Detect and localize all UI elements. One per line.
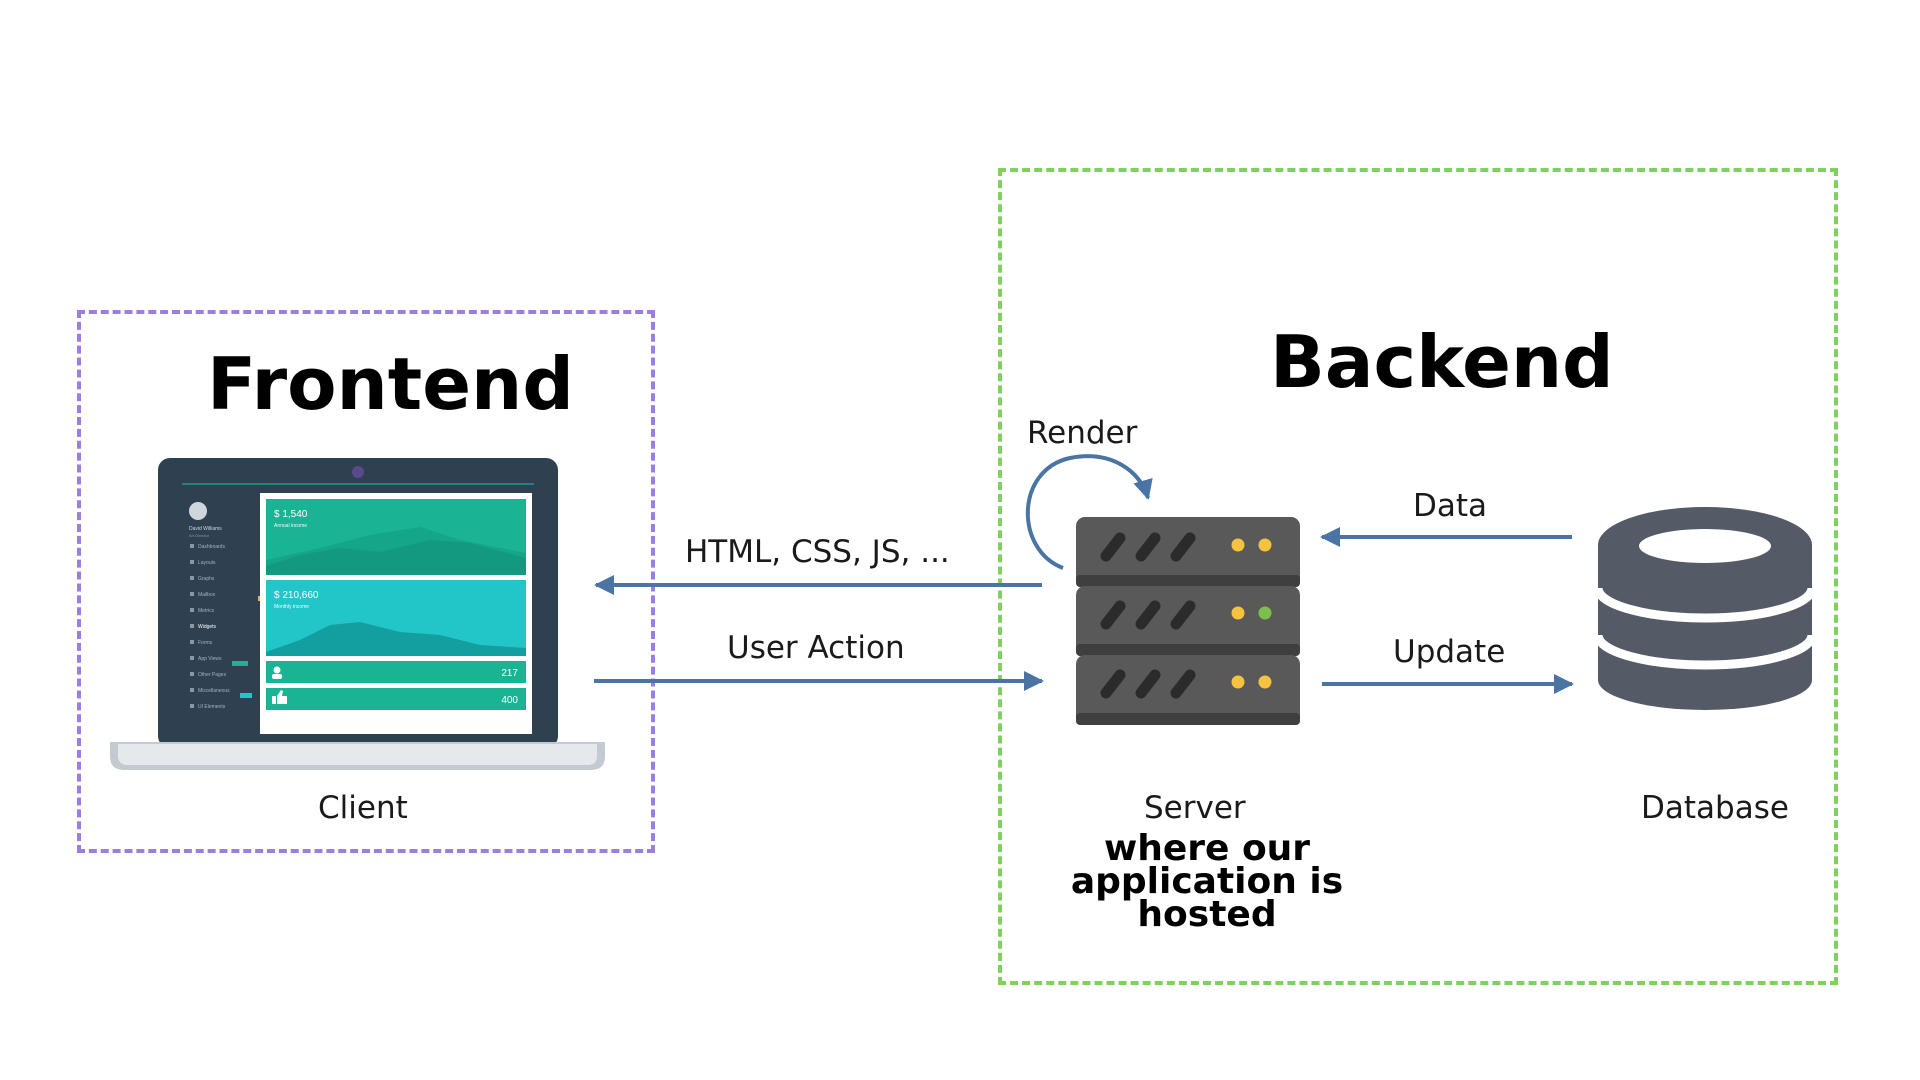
server-note: where our application is hosted — [1070, 828, 1344, 935]
laptop-card1-value: $ 1,540 — [274, 509, 308, 520]
laptop-card-annual: $ 1,540 Annual income — [266, 499, 526, 575]
frontend-group-box — [77, 310, 655, 853]
laptop-card2-value: $ 210,660 — [274, 590, 319, 601]
laptop-nav-bullet — [190, 656, 194, 660]
server-label: Server — [1144, 790, 1246, 826]
client-label: Client — [318, 790, 408, 826]
laptop-nav-bullet — [190, 560, 194, 564]
laptop-nav-item: Layouts — [198, 560, 216, 566]
laptop-nav-bullet — [190, 624, 194, 628]
laptop-nav-bullet — [190, 688, 194, 692]
laptop-nav-item: Mailbox — [198, 592, 216, 598]
backend-group-box — [998, 168, 1838, 985]
render-label: Render — [1027, 415, 1138, 451]
laptop-nav-bullet — [190, 608, 194, 612]
laptop-icon: David Williams Art Director DashboardsLa… — [110, 458, 605, 770]
laptop-nav-bullet — [190, 592, 194, 596]
laptop-stat-likes: 400 — [266, 688, 526, 710]
laptop-nav-bullet — [190, 544, 194, 548]
data-label: Data — [1413, 488, 1488, 524]
frontend-title: Frontend — [207, 342, 574, 426]
laptop-card-monthly: $ 210,660 Monthly income — [266, 580, 526, 656]
laptop-nav-bullet — [190, 704, 194, 708]
laptop-stat1-value: 217 — [501, 668, 518, 679]
laptop-nav-bullet — [190, 672, 194, 676]
laptop-nav-item: Metrics — [198, 608, 215, 614]
laptop-nav-bullet — [190, 640, 194, 644]
laptop-profile-name: David Williams — [189, 526, 222, 532]
server-unit-middle — [1076, 586, 1300, 656]
laptop-nav-item: Graphs — [198, 576, 215, 582]
html-css-js-label: HTML, CSS, JS, ... — [685, 534, 950, 570]
server-unit-bottom — [1076, 655, 1300, 725]
laptop-nav-item: Other Pages — [198, 672, 227, 678]
laptop-nav-item: Forms — [198, 640, 213, 646]
laptop-profile-role: Art Director — [189, 533, 210, 538]
render-loop-icon — [1025, 454, 1153, 570]
laptop-nav-item: UI Elements — [198, 704, 226, 710]
laptop-nav-item: App Views — [198, 656, 222, 662]
laptop-nav-item: Dashboards — [198, 544, 225, 550]
laptop-nav-item: Widgets — [198, 624, 217, 630]
laptop-nav-item: Miscellaneous — [198, 688, 230, 694]
laptop-stat2-value: 400 — [501, 695, 518, 706]
update-label: Update — [1393, 634, 1506, 670]
user-action-label: User Action — [727, 630, 905, 666]
laptop-nav: DashboardsLayoutsGraphsMailboxMetricsWid… — [190, 544, 230, 710]
laptop-card2-label: Monthly income — [274, 604, 309, 610]
server-icon — [1076, 517, 1300, 725]
laptop-card1-label: Annual income — [274, 523, 307, 529]
laptop-nav-bullet — [190, 576, 194, 580]
database-icon — [1593, 507, 1817, 710]
laptop-stat-users: 217 — [266, 661, 526, 683]
server-unit-top — [1076, 517, 1300, 587]
backend-title: Backend — [1270, 320, 1614, 404]
database-label: Database — [1641, 790, 1789, 826]
